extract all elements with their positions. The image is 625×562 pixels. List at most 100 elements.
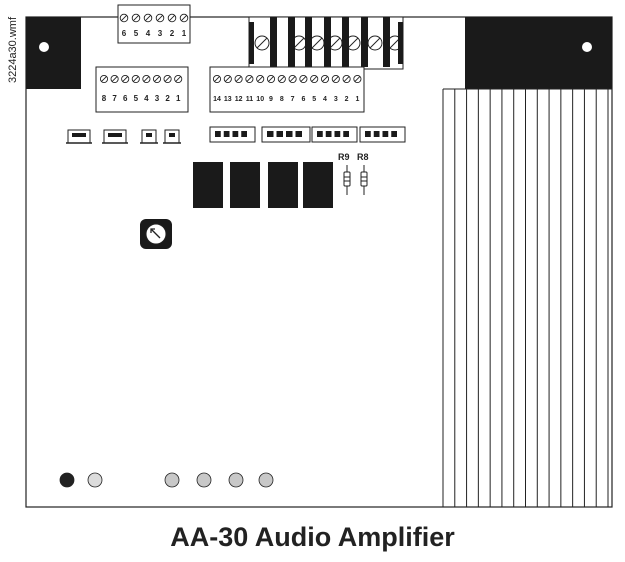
- power-terminal-strip: [248, 16, 404, 70]
- mounting-hole-right: [582, 42, 592, 52]
- power-terminal: [291, 35, 307, 51]
- dip-switch-toggle: [382, 131, 389, 137]
- power-terminal: [327, 35, 343, 51]
- terminal-screw: [266, 74, 276, 84]
- terminal-label: 2: [345, 96, 349, 103]
- terminal-screw: [223, 74, 232, 84]
- header-connectors: [66, 129, 181, 144]
- terminal-label: 5: [134, 29, 139, 38]
- header-connector: [102, 129, 128, 144]
- status-leds: [59, 472, 274, 488]
- dip-switch-toggle: [365, 131, 371, 137]
- resistor-r8: R8: [357, 152, 369, 195]
- terminal-label: 7: [112, 94, 117, 103]
- dip-switch-toggle: [343, 131, 349, 137]
- dip-switch-toggle: [267, 131, 274, 137]
- resistor-r9: R9: [338, 152, 351, 195]
- terminal-screw: [152, 74, 162, 84]
- terminal-label: 6: [122, 29, 127, 38]
- terminal-label: 4: [323, 96, 327, 103]
- terminal-label: 2: [170, 29, 175, 38]
- relay: [268, 162, 298, 208]
- terminal-screw: [110, 74, 119, 84]
- dip-switch-toggle: [373, 131, 380, 137]
- dip-switch-toggle: [295, 131, 302, 137]
- power-terminal: [367, 35, 383, 51]
- terminal-screw: [256, 74, 265, 84]
- dip-switches: [209, 126, 406, 143]
- terminal-screw: [245, 74, 254, 84]
- terminal-label: 5: [312, 96, 316, 103]
- power-terminal-divider: [270, 17, 277, 67]
- terminal-label: 12: [235, 96, 243, 103]
- terminal-screw: [143, 13, 153, 23]
- terminal-label: 5: [134, 94, 139, 103]
- dip-switch-toggle: [232, 131, 239, 137]
- power-terminal: [254, 35, 270, 51]
- terminal-screw: [320, 74, 330, 84]
- terminal-label: 14: [213, 96, 221, 103]
- terminal-screw: [167, 13, 177, 23]
- terminal-screw: [277, 74, 286, 84]
- terminal-label: 3: [155, 94, 160, 103]
- power-strip-end: [249, 22, 254, 64]
- terminal-screw: [212, 74, 222, 84]
- terminal-label: 8: [280, 96, 284, 103]
- terminal-screw: [119, 13, 129, 23]
- led-unlit: [258, 472, 274, 488]
- relay: [303, 162, 333, 208]
- terminal-label: 2: [165, 94, 170, 103]
- terminal-screw: [179, 13, 189, 23]
- terminal-label: 3: [158, 29, 163, 38]
- power-terminal-divider: [305, 17, 312, 67]
- power-terminal-divider: [324, 17, 331, 67]
- dip-switch-toggle: [241, 131, 247, 137]
- terminal-screw: [99, 74, 109, 84]
- dip-switch-toggle: [317, 131, 323, 137]
- dip-switch: [311, 126, 358, 143]
- led-unlit: [87, 472, 103, 488]
- header-connector: [66, 129, 92, 144]
- resistor-r8-label: R8: [357, 152, 369, 162]
- terminal-screw: [288, 74, 297, 84]
- terminal-screw: [163, 74, 172, 84]
- terminal-label: 3: [334, 96, 338, 103]
- mounting-hole-left: [39, 42, 49, 52]
- relay: [230, 162, 260, 208]
- terminal-label: 10: [256, 96, 264, 103]
- terminal-screw: [121, 74, 130, 84]
- power-terminal-divider: [342, 17, 349, 67]
- terminal-label: 1: [355, 96, 359, 103]
- terminal-screw: [174, 74, 183, 84]
- heatsink: [442, 17, 612, 507]
- power-strip-end: [398, 22, 403, 64]
- figure-caption: AA-30 Audio Amplifier: [170, 522, 455, 552]
- terminal-label: 8: [102, 94, 107, 103]
- dip-switch: [209, 126, 256, 143]
- potentiometer: [140, 219, 172, 249]
- resistor-r9-label: R9: [338, 152, 350, 162]
- terminal-screw: [155, 13, 165, 23]
- dip-switch-toggle: [223, 131, 230, 137]
- header-connector: [140, 129, 158, 144]
- dip-switch: [359, 126, 406, 143]
- dip-switch-toggle: [325, 131, 332, 137]
- terminal-screw: [342, 74, 351, 84]
- terminal-label: 7: [291, 96, 295, 103]
- terminal-label: 4: [144, 94, 149, 103]
- led-lit: [59, 472, 75, 488]
- terminal-screw: [131, 74, 140, 84]
- power-terminal-divider: [383, 17, 390, 67]
- terminal-screw: [131, 13, 141, 23]
- dip-switch-toggle: [286, 131, 293, 137]
- terminal-screw: [353, 74, 362, 84]
- relays: [193, 162, 333, 208]
- terminal-screw: [142, 74, 151, 84]
- dip-switch-toggle: [391, 131, 397, 137]
- terminal-label: 6: [301, 96, 305, 103]
- terminal-label: 4: [146, 29, 151, 38]
- led-unlit: [196, 472, 212, 488]
